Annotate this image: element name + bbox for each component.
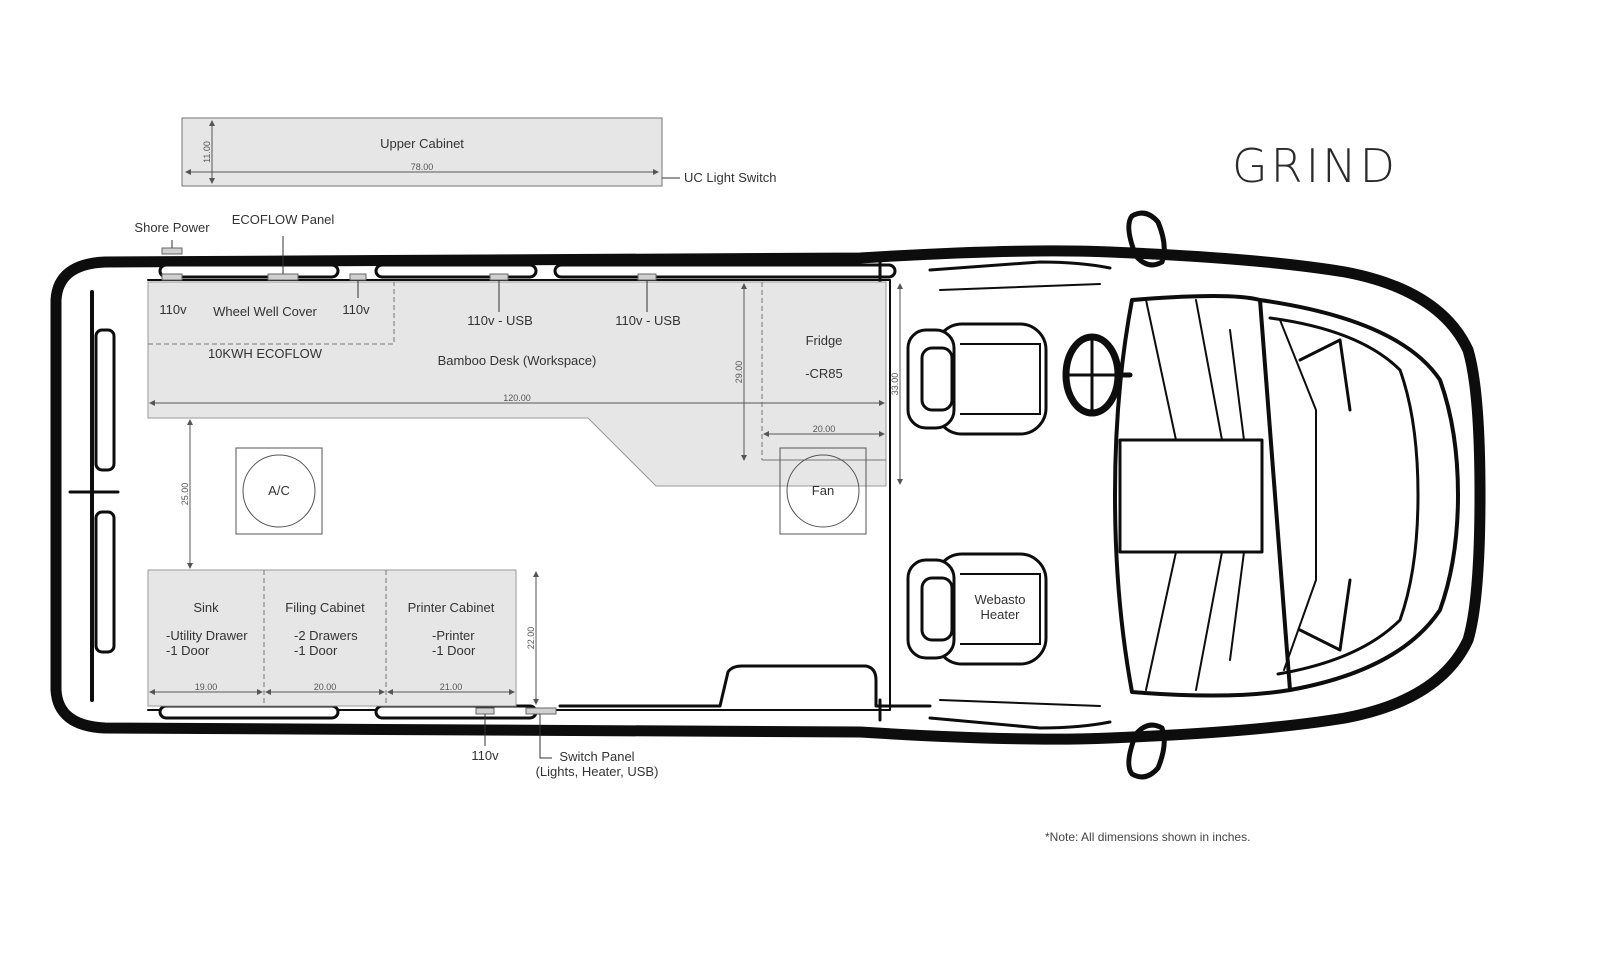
bottom-cabinets xyxy=(147,569,517,707)
driver-seat xyxy=(906,322,1048,436)
sink-line1: -Utility Drawer xyxy=(166,628,248,643)
outlet-110v-mid-label: 110v xyxy=(342,302,370,317)
wheel-well-cover-label: Wheel Well Cover xyxy=(213,304,317,319)
filing-cabinet-line1: -2 Drawers xyxy=(294,628,358,643)
printer-cabinet-line1: -Printer xyxy=(432,628,475,643)
fan-unit xyxy=(779,447,867,535)
usb-outlet-2-label: 110v - USB xyxy=(615,313,681,328)
upper-cabinet: Upper Cabinet 78.00 11.00 UC Light Switc… xyxy=(181,117,776,187)
fridge-label: Fridge xyxy=(806,333,843,348)
switch-panel-label-line2: (Lights, Heater, USB) xyxy=(536,764,659,779)
outlet-leaders xyxy=(171,236,648,312)
filing-width-dim: 20.00 xyxy=(314,682,337,692)
sink-width-dim: 19.00 xyxy=(195,682,218,692)
bottom-wall-outlets xyxy=(475,707,557,715)
ecoflow-battery-label: 10KWH ECOFLOW xyxy=(208,346,323,361)
uc-light-switch-label: UC Light Switch xyxy=(684,170,776,185)
shore-power-label: Shore Power xyxy=(134,220,210,235)
top-wall-outlets xyxy=(161,247,657,281)
desk-length-dim: 120.00 xyxy=(503,393,531,403)
switch-panel-leader xyxy=(539,714,552,759)
ac-label: A/C xyxy=(268,483,290,498)
upper-cabinet-width-dim: 78.00 xyxy=(411,162,434,172)
printer-width-dim: 21.00 xyxy=(440,682,463,692)
heater-label-line1: Webasto xyxy=(974,592,1025,607)
outlet-110v-bottom-label: 110v xyxy=(471,748,499,763)
fridge-depth-dim: 33.00 xyxy=(890,373,900,396)
fridge-width-dim: 20.00 xyxy=(813,424,836,434)
filing-cabinet-title: Filing Cabinet xyxy=(285,600,365,615)
switch-panel-label-line1: Switch Panel xyxy=(559,749,634,764)
van-cab xyxy=(928,210,1460,780)
printer-cabinet-line2: -1 Door xyxy=(432,643,476,658)
bamboo-desk-label: Bamboo Desk (Workspace) xyxy=(438,353,597,368)
upper-cabinet-label: Upper Cabinet xyxy=(380,136,464,151)
brand-title: GRIND xyxy=(1232,139,1398,193)
dimensions-note: *Note: All dimensions shown in inches. xyxy=(1045,830,1250,844)
aisle-width-dim: 25.00 xyxy=(180,483,190,506)
desk-furniture xyxy=(147,281,887,487)
upper-cabinet-height-dim: 11.00 xyxy=(202,141,212,163)
printer-cabinet-title: Printer Cabinet xyxy=(408,600,495,615)
fan-label: Fan xyxy=(812,483,834,498)
outlet-110v-left-label: 110v xyxy=(159,302,187,317)
bottom-cabinet-depth-dim: 22.00 xyxy=(526,627,536,650)
heater-label-line2: Heater xyxy=(980,607,1020,622)
ecoflow-panel-label: ECOFLOW Panel xyxy=(232,212,335,227)
desk-depth-dim: 29.00 xyxy=(734,361,744,384)
sink-line2: -1 Door xyxy=(166,643,210,658)
usb-outlet-1-label: 110v - USB xyxy=(467,313,533,328)
filing-cabinet-line2: -1 Door xyxy=(294,643,338,658)
fridge-model-label: -CR85 xyxy=(805,366,843,381)
ac-unit xyxy=(235,447,323,535)
sink-title: Sink xyxy=(193,600,219,615)
passenger-seat xyxy=(906,552,1048,666)
